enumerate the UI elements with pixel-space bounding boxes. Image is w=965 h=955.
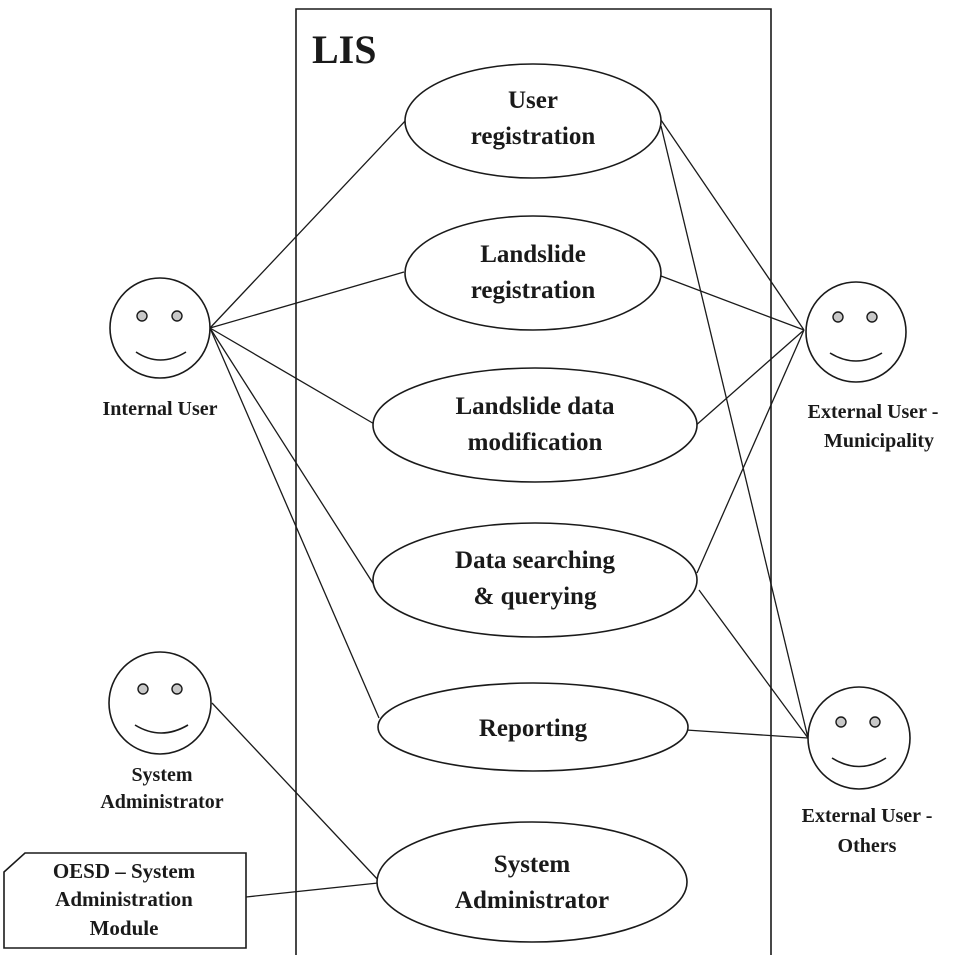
svg-text:Internal User: Internal User	[103, 398, 218, 420]
oesd-note: OESD – System Administration Module	[3, 852, 247, 949]
svg-text:Module: Module	[90, 916, 159, 940]
assoc-municipality-searching	[696, 329, 805, 574]
assoc-others-user-registration	[660, 125, 809, 739]
assoc-municipality-user-registration	[660, 119, 805, 331]
assoc-internal-reporting	[209, 327, 380, 719]
svg-text:External User -: External User -	[802, 805, 933, 827]
svg-text:& querying: & querying	[474, 583, 597, 610]
svg-text:System: System	[131, 764, 192, 786]
use-case-landslide-registration: Landslide registration	[404, 215, 662, 331]
assoc-others-searching	[698, 589, 809, 739]
svg-text:Landslide: Landslide	[480, 241, 586, 268]
assoc-municipality-modification	[693, 329, 805, 428]
assoc-note-usecase	[245, 882, 379, 898]
use-case-landslide-data-modification: Landslide data modification	[372, 367, 698, 483]
svg-text:Reporting: Reporting	[479, 715, 588, 742]
actor-external-user-municipality: External User - Municipality	[805, 281, 939, 452]
assoc-internal-landslide-registration	[209, 271, 405, 329]
svg-text:Data searching: Data searching	[455, 547, 615, 574]
actor-system-administrator: System Administrator	[100, 651, 224, 813]
smiley-face-icon	[108, 651, 212, 755]
svg-text:Municipality: Municipality	[824, 430, 934, 452]
assoc-internal-user-registration	[209, 118, 408, 329]
assoc-others-reporting	[685, 729, 809, 739]
associations	[209, 118, 809, 898]
actor-internal-user: Internal User	[103, 277, 218, 420]
svg-text:External User -: External User -	[808, 401, 939, 423]
use-case-user-registration: User registration	[404, 63, 662, 179]
actor-external-user-others: External User - Others	[802, 686, 933, 857]
svg-text:Administration: Administration	[55, 887, 193, 911]
assoc-municipality-landslide-registration	[660, 275, 805, 331]
smiley-face-icon	[807, 686, 911, 790]
svg-text:Landslide data: Landslide data	[455, 393, 615, 420]
use-case-data-searching: Data searching & querying	[372, 522, 698, 638]
assoc-internal-modification	[209, 327, 377, 426]
svg-text:User: User	[508, 87, 558, 114]
assoc-internal-searching	[209, 327, 377, 589]
svg-text:Administrator: Administrator	[455, 887, 609, 914]
system-title: LIS	[312, 27, 377, 72]
smiley-face-icon	[805, 281, 907, 383]
svg-text:Administrator: Administrator	[100, 791, 223, 813]
system-boundary: LIS	[295, 8, 772, 955]
svg-text:modification: modification	[468, 429, 603, 456]
svg-text:OESD – System: OESD – System	[53, 859, 196, 883]
use-case-reporting: Reporting	[377, 682, 689, 772]
assoc-sysadmin-actor-usecase	[211, 702, 381, 883]
svg-text:registration: registration	[471, 123, 596, 150]
svg-text:System: System	[494, 851, 571, 878]
svg-text:registration: registration	[471, 277, 596, 304]
smiley-face-icon	[109, 277, 211, 379]
svg-text:Others: Others	[838, 835, 897, 857]
use-case-system-administrator: System Administrator	[376, 821, 688, 943]
